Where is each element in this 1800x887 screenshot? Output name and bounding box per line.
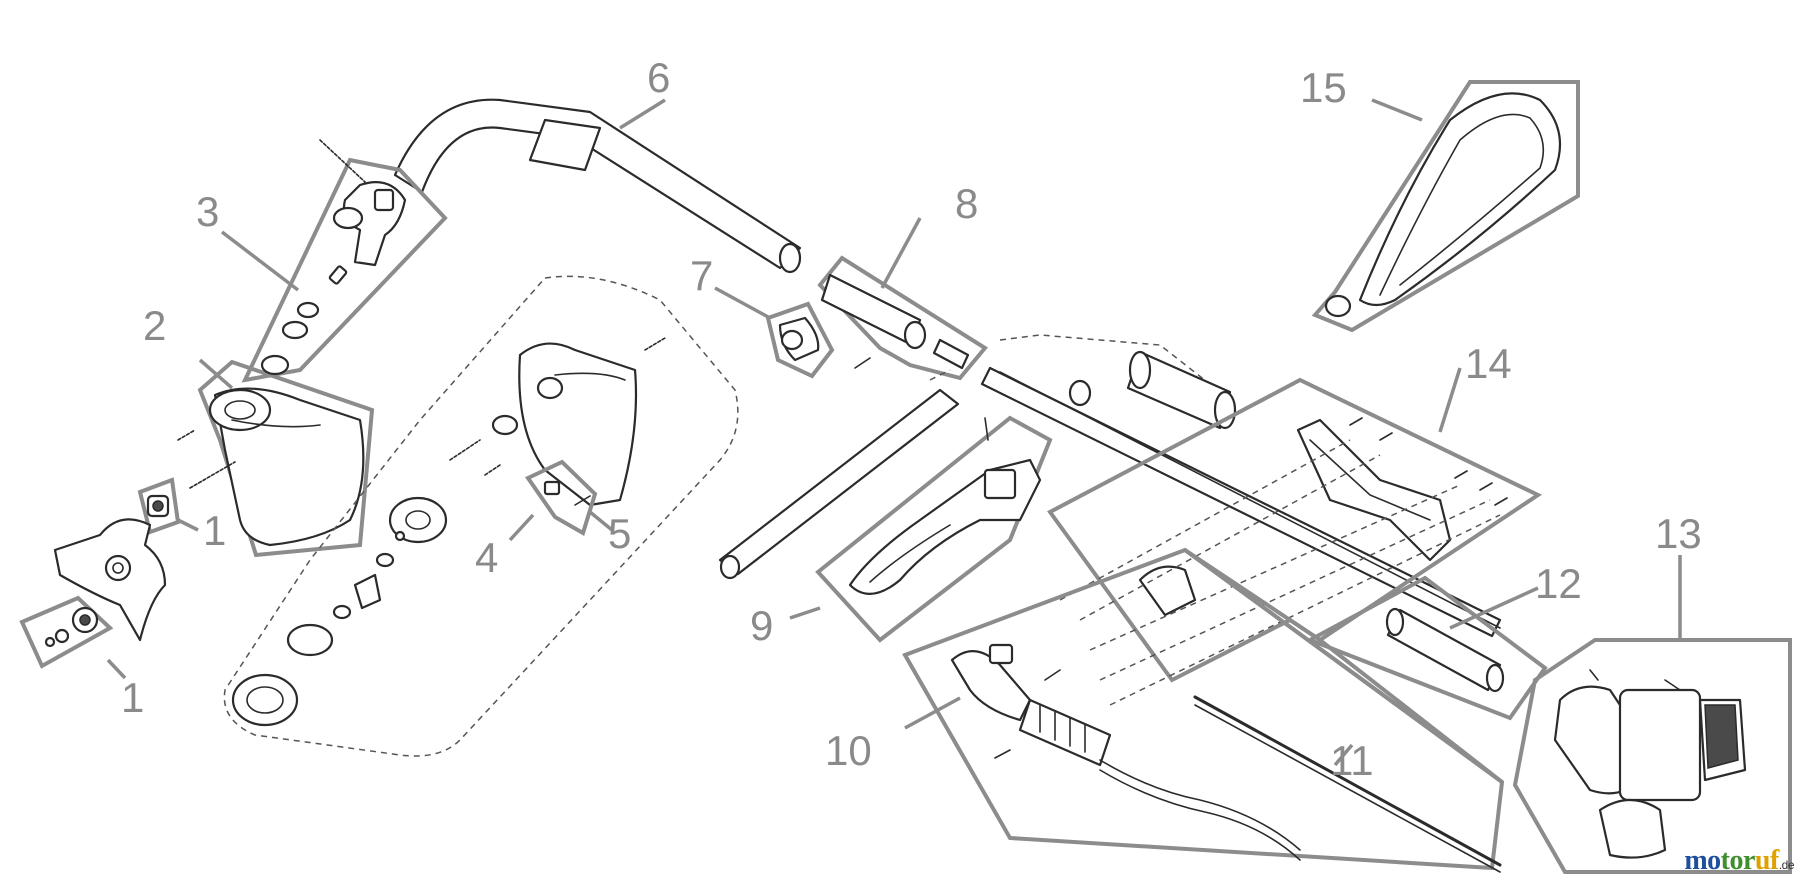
frame-1-lower xyxy=(19,595,114,669)
guard-bolts xyxy=(177,429,236,489)
callout-2: 2 xyxy=(143,302,166,349)
callout-3: 3 xyxy=(196,188,219,235)
callout-1-upper: 1 xyxy=(203,507,226,554)
callout-5: 5 xyxy=(608,510,631,557)
housing-screws xyxy=(1349,417,1508,506)
frame-1-upper xyxy=(137,477,181,535)
frame-3 xyxy=(241,157,448,383)
logo-part-mo: mo xyxy=(1684,845,1721,876)
frame-10 xyxy=(902,547,1505,871)
callout-1-lower: 1 xyxy=(121,674,144,721)
callout-9: 9 xyxy=(750,602,773,649)
trimmer-blade xyxy=(53,518,167,642)
logo-tld: .de xyxy=(1778,858,1795,872)
leader-6 xyxy=(619,98,666,130)
long-tube xyxy=(718,388,960,580)
callout-11: 11 xyxy=(1330,737,1374,784)
trimmer-head-group xyxy=(223,275,739,757)
part-9-handle xyxy=(789,415,1053,643)
part-11-drive-shaft xyxy=(1183,548,1504,873)
callout-labels: 1 1 2 3 4 5 6 7 8 9 10 11 12 13 14 15 xyxy=(121,54,1702,784)
callout-12: 12 xyxy=(1535,560,1582,607)
frame-12 xyxy=(1305,575,1548,721)
frame-13 xyxy=(1512,638,1792,874)
callout-15: 15 xyxy=(1300,64,1347,111)
callout-7: 7 xyxy=(690,252,713,299)
part-13-engine xyxy=(1512,555,1792,874)
frame-7 xyxy=(765,301,835,379)
part-7-clamp xyxy=(714,286,835,379)
part-8-coupler xyxy=(817,217,988,381)
part-4-5-head-cover xyxy=(508,337,666,542)
shaft-grip-sleeve xyxy=(528,118,602,172)
part-10-throttle-grip xyxy=(902,547,1505,871)
callout-14: 14 xyxy=(1465,340,1512,387)
frame-2 xyxy=(197,359,375,558)
part-3-gear-head xyxy=(220,139,448,383)
callout-13: 13 xyxy=(1655,510,1702,557)
part-1-nut-set xyxy=(19,595,127,680)
motoruf-watermark-logo: motoruf.de xyxy=(1684,845,1794,877)
shaft-connector-parts xyxy=(929,334,1237,430)
callout-4: 4 xyxy=(475,534,498,581)
logo-part-uf: uf xyxy=(1754,845,1779,876)
part-15-shoulder-strap xyxy=(1311,80,1580,333)
part-1-nut xyxy=(137,477,199,535)
part-2-guard xyxy=(197,358,375,558)
main-shaft xyxy=(393,98,1502,638)
callout-6: 6 xyxy=(647,54,670,101)
callout-8: 8 xyxy=(955,180,978,227)
part-12-clutch-tube xyxy=(1305,575,1548,721)
frame-4-5 xyxy=(525,459,598,536)
frame-15 xyxy=(1311,80,1580,333)
logo-part-tor: tor xyxy=(1720,845,1756,876)
frame-8 xyxy=(817,255,988,381)
callout-10: 10 xyxy=(825,727,872,774)
